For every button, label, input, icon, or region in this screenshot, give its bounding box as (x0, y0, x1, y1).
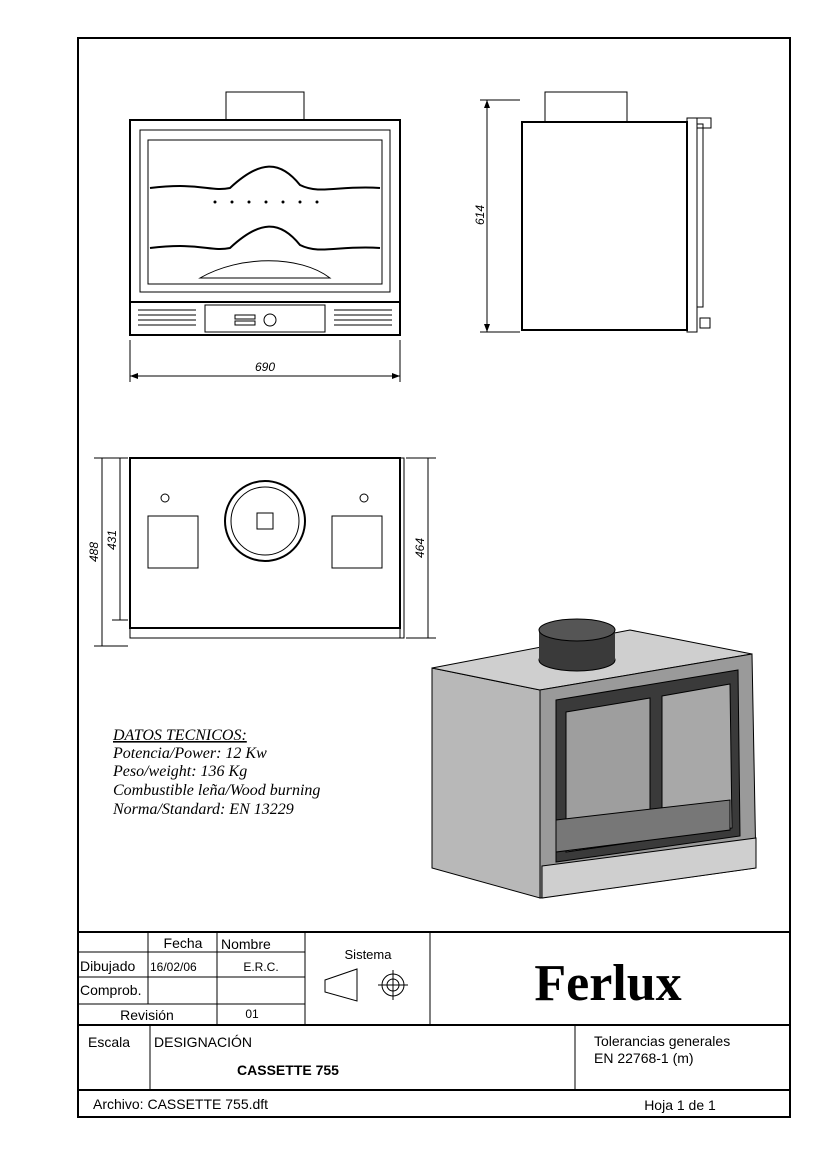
escala-label: Escala (88, 1034, 130, 1050)
dimension-depth-right: 464 (413, 538, 427, 558)
technical-data-fuel: Combustible leña/Wood burning (113, 782, 320, 799)
technical-data-heading: DATOS TECNICOS: (112, 727, 247, 744)
revision-label: Revisión (120, 1007, 174, 1023)
dibujado-nombre: E.R.C. (243, 960, 278, 974)
hoja-label: Hoja 1 de 1 (644, 1097, 716, 1113)
technical-data-standard: Norma/Standard: EN 13229 (112, 801, 294, 818)
brand-logo: Ferlux (534, 955, 681, 1012)
dimension-height: 614 (473, 205, 487, 225)
technical-data-weight: Peso/weight: 136 Kg (112, 763, 247, 780)
dimension-width: 690 (255, 360, 275, 374)
designacion-label: DESIGNACIÓN (154, 1034, 252, 1050)
tolerancias-line1: Tolerancias generales (594, 1033, 730, 1049)
dibujado-label: Dibujado (80, 958, 135, 974)
projection-system-icon (324, 968, 408, 1002)
technical-data-power: Potencia/Power: 12 Kw (112, 745, 267, 762)
fecha-label: Fecha (164, 935, 203, 951)
designacion-value: CASSETTE 755 (237, 1062, 339, 1078)
dibujado-fecha: 16/02/06 (150, 960, 197, 974)
title-block: Fecha Nombre Dibujado 16/02/06 E.R.C. Co… (78, 931, 790, 1113)
revision-value: 01 (245, 1007, 259, 1021)
sistema-label: Sistema (345, 947, 393, 962)
technical-data: DATOS TECNICOS: Potencia/Power: 12 Kw Pe… (112, 727, 320, 818)
tolerancias-line2: EN 22768-1 (m) (594, 1050, 694, 1066)
top-view: 488 431 464 (87, 457, 436, 647)
comprob-label: Comprob. (80, 982, 141, 998)
archivo-label: Archivo: CASSETTE 755.dft (93, 1096, 268, 1112)
sheet-border (77, 37, 791, 1118)
dimension-depth-inner: 431 (105, 530, 119, 550)
isometric-view (431, 618, 757, 899)
nombre-label: Nombre (221, 936, 271, 952)
side-view: 614 (473, 91, 712, 333)
dimension-depth-outer: 488 (87, 542, 101, 562)
front-view: 690 (129, 91, 401, 382)
